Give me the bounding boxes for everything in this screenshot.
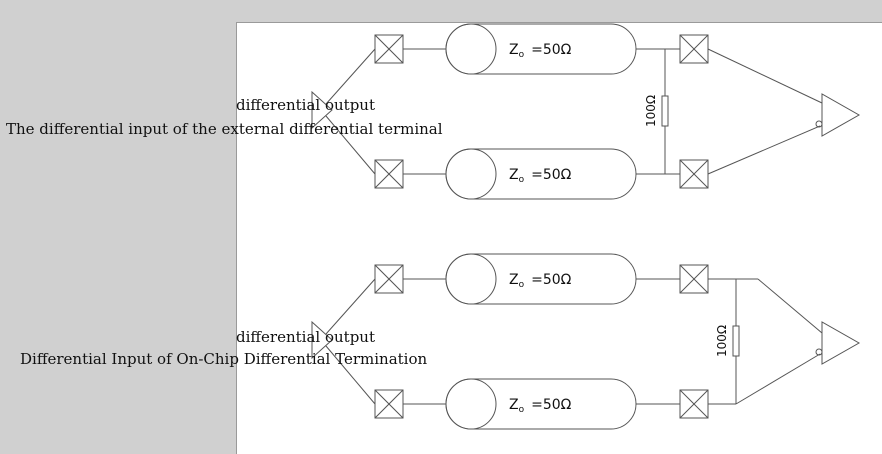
bottom-wire-to-receiver-lower	[735, 353, 821, 405]
bottom-connector-left-lower	[374, 389, 404, 419]
bottom-wire-to-receiver-upper	[757, 278, 823, 334]
bottom-connector-right-lower	[679, 389, 709, 419]
top-driver-triangle	[311, 90, 333, 130]
top-connector-right-upper	[679, 34, 709, 64]
top-connector-left-lower	[374, 159, 404, 189]
top-circuit	[311, 23, 861, 200]
bottom-termination-resistor	[732, 279, 740, 404]
bottom-driver-lower-wire	[325, 345, 376, 405]
diagram-canvas	[236, 22, 882, 454]
top-connector-left-upper	[374, 34, 404, 64]
top-driver-upper-wire	[325, 48, 376, 105]
top-receiver-label: The differential input of the external d…	[6, 120, 443, 138]
bottom-line-upper-impedance: Zo=50Ω	[509, 272, 572, 290]
top-line-lower-impedance: Zo=50Ω	[509, 167, 572, 185]
top-line-upper-impedance: Zo=50Ω	[509, 42, 572, 60]
top-termination-resistor	[661, 49, 669, 174]
bottom-resistor-value: 100Ω	[715, 325, 729, 357]
top-driver-label: differential output	[236, 96, 375, 114]
top-connector-right-lower	[679, 159, 709, 189]
top-driver-lower-wire	[325, 115, 376, 175]
bottom-receiver-label: Differential Input of On-Chip Differenti…	[20, 350, 428, 368]
bottom-driver-label: differential output	[236, 328, 375, 346]
bottom-connector-left-upper	[374, 264, 404, 294]
bottom-line-lower-impedance: Zo=50Ω	[509, 397, 572, 415]
bottom-connector-right-upper	[679, 264, 709, 294]
top-resistor-value: 100Ω	[644, 95, 658, 127]
bottom-driver-triangle	[311, 320, 333, 360]
top-wire-to-receiver-lower	[707, 125, 821, 175]
bottom-circuit	[311, 253, 861, 430]
bottom-receiver-triangle	[815, 321, 861, 365]
top-receiver-triangle	[815, 93, 861, 137]
bottom-driver-upper-wire	[325, 278, 376, 335]
top-wire-to-receiver-upper	[707, 48, 823, 104]
